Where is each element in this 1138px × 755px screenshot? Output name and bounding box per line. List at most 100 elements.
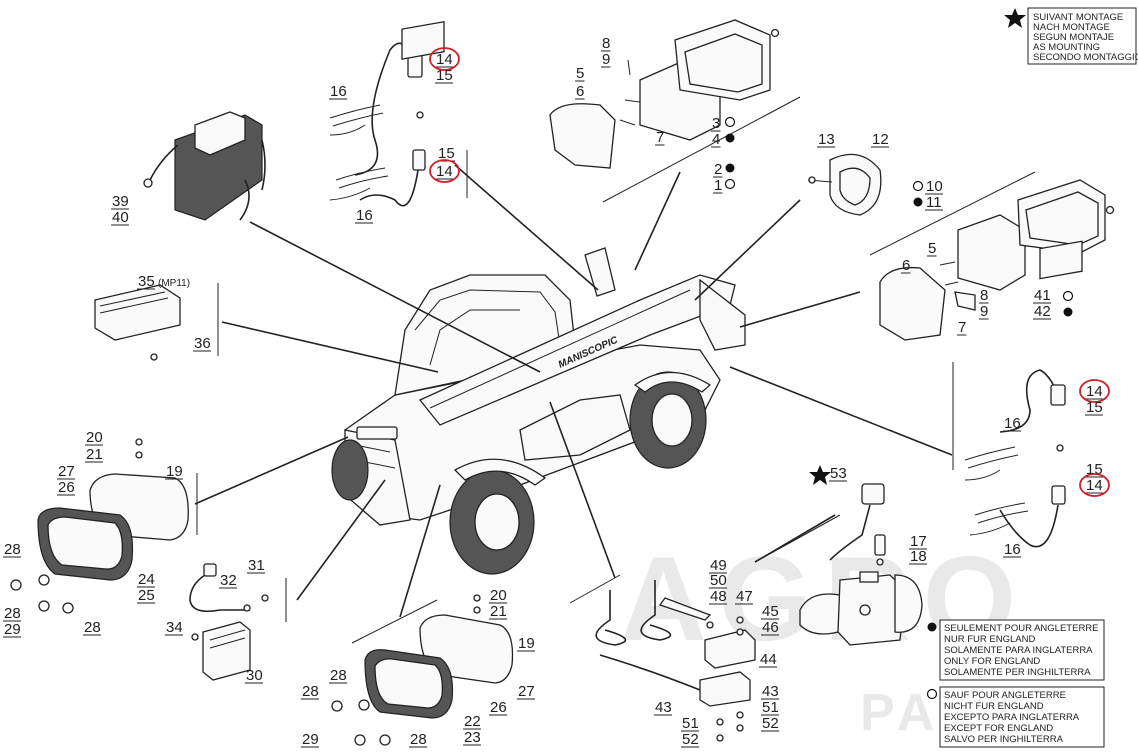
callout-52: 52 bbox=[762, 715, 779, 732]
callout-32: 32 bbox=[220, 572, 237, 589]
filled-dot-icon bbox=[927, 622, 937, 632]
callout-47: 47 bbox=[736, 588, 753, 605]
legend-empty-line-4: EXCEPT FOR ENGLAND bbox=[944, 723, 1053, 734]
callout-43: 43 bbox=[655, 699, 672, 716]
legend-england-only: SEULEMENT POUR ANGLETERRE NUR FUR ENGLAN… bbox=[927, 619, 1105, 681]
callout-46: 46 bbox=[762, 619, 779, 636]
callout-16: 16 bbox=[1004, 541, 1021, 558]
callout-49: 49 bbox=[710, 557, 727, 574]
highlight-circle bbox=[1079, 379, 1110, 403]
legend-except-england: SAUF POUR ANGLETERRE NICHT FUR ENGLAND E… bbox=[926, 686, 1105, 748]
star-icon bbox=[809, 465, 831, 485]
rear-light-assembly-left bbox=[10, 438, 189, 614]
highlight-circle bbox=[429, 159, 460, 183]
callout-13: 13 bbox=[818, 131, 835, 148]
horn bbox=[807, 153, 882, 216]
callout-7: 7 bbox=[958, 319, 966, 336]
ecu-model-note: (MP11) bbox=[158, 278, 190, 289]
legend-empty-line-1: SAUF POUR ANGLETERRE bbox=[944, 690, 1066, 701]
legend-star-line-5: SECONDO MONTAGGIO bbox=[1033, 52, 1138, 63]
callout-20: 20 bbox=[86, 429, 103, 446]
callout-42: 42 bbox=[1034, 303, 1051, 320]
callout-31: 31 bbox=[248, 557, 265, 574]
callout-9: 9 bbox=[602, 51, 610, 68]
callout-28: 28 bbox=[84, 619, 101, 636]
callout-14: 14 bbox=[1086, 477, 1103, 494]
callout-25: 25 bbox=[138, 587, 155, 604]
callout-4: 4 bbox=[712, 131, 720, 148]
callout-21: 21 bbox=[490, 603, 507, 620]
callout-28: 28 bbox=[330, 667, 347, 684]
callout-17: 17 bbox=[910, 533, 927, 550]
callout-15: 15 bbox=[438, 145, 455, 162]
callout-51: 51 bbox=[762, 699, 779, 716]
callout-28: 28 bbox=[4, 605, 21, 622]
star-icon bbox=[1004, 8, 1026, 28]
ecu-module bbox=[94, 284, 181, 361]
callout-19: 19 bbox=[166, 463, 183, 480]
callout-2: 2 bbox=[714, 161, 722, 178]
legend-star-line-1: SUIVANT MONTAGE bbox=[1033, 12, 1123, 23]
legend-filled-line-4: ONLY FOR ENGLAND bbox=[944, 656, 1040, 667]
callout-26: 26 bbox=[58, 479, 75, 496]
callout-30: 30 bbox=[246, 667, 263, 684]
work-lamp-assembly-right bbox=[879, 179, 1115, 341]
empty-dot-icon bbox=[926, 688, 938, 700]
callout-18: 18 bbox=[910, 548, 927, 565]
callout-8: 8 bbox=[980, 287, 988, 304]
callout-6: 6 bbox=[576, 83, 584, 100]
callout-labels: 1234567891213141515141616394035361011568… bbox=[3, 35, 1110, 748]
callout-12: 12 bbox=[872, 131, 889, 148]
pressure-switch-group-top bbox=[329, 20, 445, 207]
callout-20: 20 bbox=[490, 587, 507, 604]
callout-50: 50 bbox=[710, 572, 727, 589]
legend-filled-line-1: SEULEMENT POUR ANGLETERRE bbox=[944, 623, 1099, 634]
callout-19: 19 bbox=[518, 635, 535, 652]
callout-16: 16 bbox=[330, 83, 347, 100]
legend-mounting: SUIVANT MONTAGE NACH MONTAGE SEGUN MONTA… bbox=[1004, 7, 1138, 65]
callout-3: 3 bbox=[712, 115, 720, 132]
wiring-harness-bottom bbox=[595, 580, 756, 742]
callout-45: 45 bbox=[762, 603, 779, 620]
callout-29: 29 bbox=[4, 621, 21, 638]
callout-40: 40 bbox=[112, 209, 129, 226]
callout-15: 15 bbox=[436, 67, 453, 84]
legend-star-line-2: NACH MONTAGE bbox=[1033, 22, 1110, 33]
callout-48: 48 bbox=[710, 588, 727, 605]
callout-51: 51 bbox=[682, 715, 699, 732]
callout-23: 23 bbox=[464, 729, 481, 746]
legend-filled-line-3: SOLAMENTE PARA INGLATERRA bbox=[944, 645, 1093, 656]
callout-10: 10 bbox=[926, 178, 943, 195]
callout-39: 39 bbox=[112, 193, 129, 210]
leader-lines bbox=[194, 96, 1036, 644]
corrugated-tube-16a bbox=[329, 104, 389, 201]
callout-9: 9 bbox=[980, 303, 988, 320]
callout-24: 24 bbox=[138, 571, 155, 588]
control-valve-block bbox=[143, 111, 266, 221]
battery-assembly bbox=[189, 563, 269, 681]
callout-52: 52 bbox=[682, 731, 699, 748]
telehandler-machine: MANISCOPIC bbox=[331, 247, 746, 575]
callout-5: 5 bbox=[928, 240, 936, 257]
callout-14: 14 bbox=[436, 51, 453, 68]
highlight-circle bbox=[429, 47, 460, 71]
highlight-circle bbox=[1079, 473, 1110, 497]
callout-7: 7 bbox=[656, 129, 664, 146]
callout-14: 14 bbox=[1086, 383, 1103, 400]
callout-26: 26 bbox=[490, 699, 507, 716]
callout-5: 5 bbox=[576, 65, 584, 82]
pressure-switch-group-right bbox=[964, 240, 1083, 548]
callout-27: 27 bbox=[518, 683, 535, 700]
callout-14: 14 bbox=[436, 163, 453, 180]
callout-1: 1 bbox=[714, 177, 722, 194]
solenoid-valve-assembly bbox=[799, 483, 923, 646]
callout-28: 28 bbox=[302, 683, 319, 700]
legend-star-line-4: AS MOUNTING bbox=[1033, 42, 1100, 53]
callout-11: 11 bbox=[926, 194, 942, 211]
work-lamp-assembly-top bbox=[549, 19, 780, 169]
callout-8: 8 bbox=[602, 35, 610, 52]
callout-41: 41 bbox=[1034, 287, 1051, 304]
callout-29: 29 bbox=[302, 731, 319, 748]
callout-21: 21 bbox=[86, 446, 103, 463]
